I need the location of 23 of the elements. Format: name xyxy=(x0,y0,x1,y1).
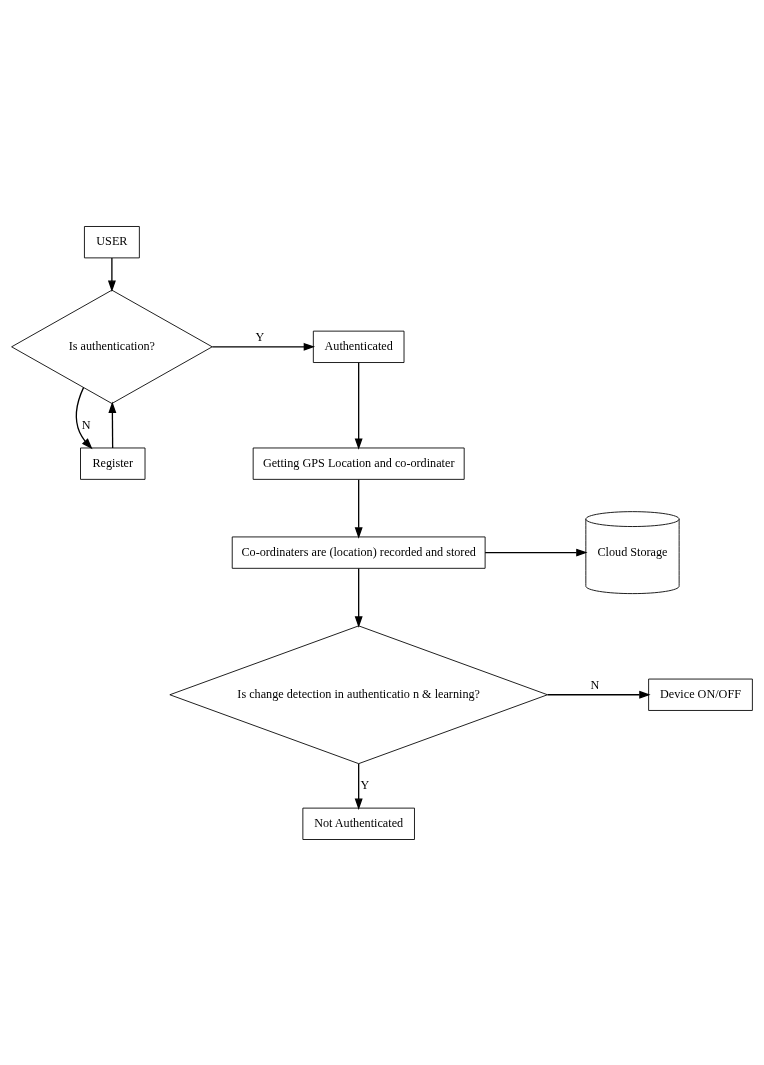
node-box: USER xyxy=(84,225,140,258)
edge-label: N xyxy=(590,677,600,692)
arrow xyxy=(354,478,363,539)
arrow xyxy=(108,401,117,449)
arrow xyxy=(211,342,316,351)
arrow xyxy=(546,690,651,699)
edge-label: Y xyxy=(255,329,264,344)
node-box: Getting GPS Location and co-ordinater xyxy=(252,447,465,480)
arrow xyxy=(75,386,93,449)
arrow xyxy=(354,361,363,450)
node-box: Not Authenticated xyxy=(302,807,415,840)
node-box: Co-ordinaters are (location) recorded and stored xyxy=(231,536,486,569)
node-box: Authenticated xyxy=(312,330,405,363)
node-diamond: Is authentication? xyxy=(11,289,213,404)
edge-label: N xyxy=(81,417,91,432)
node-diamond: Is change detection in authenticatio n & learning? xyxy=(169,624,548,764)
arrow xyxy=(354,762,363,810)
node-box: Device ON/OFF xyxy=(648,678,753,711)
node-box: Register xyxy=(80,447,146,480)
arrow xyxy=(354,567,363,628)
arrow xyxy=(484,548,588,557)
edge-label: Y xyxy=(360,777,369,792)
arrow xyxy=(107,256,116,292)
